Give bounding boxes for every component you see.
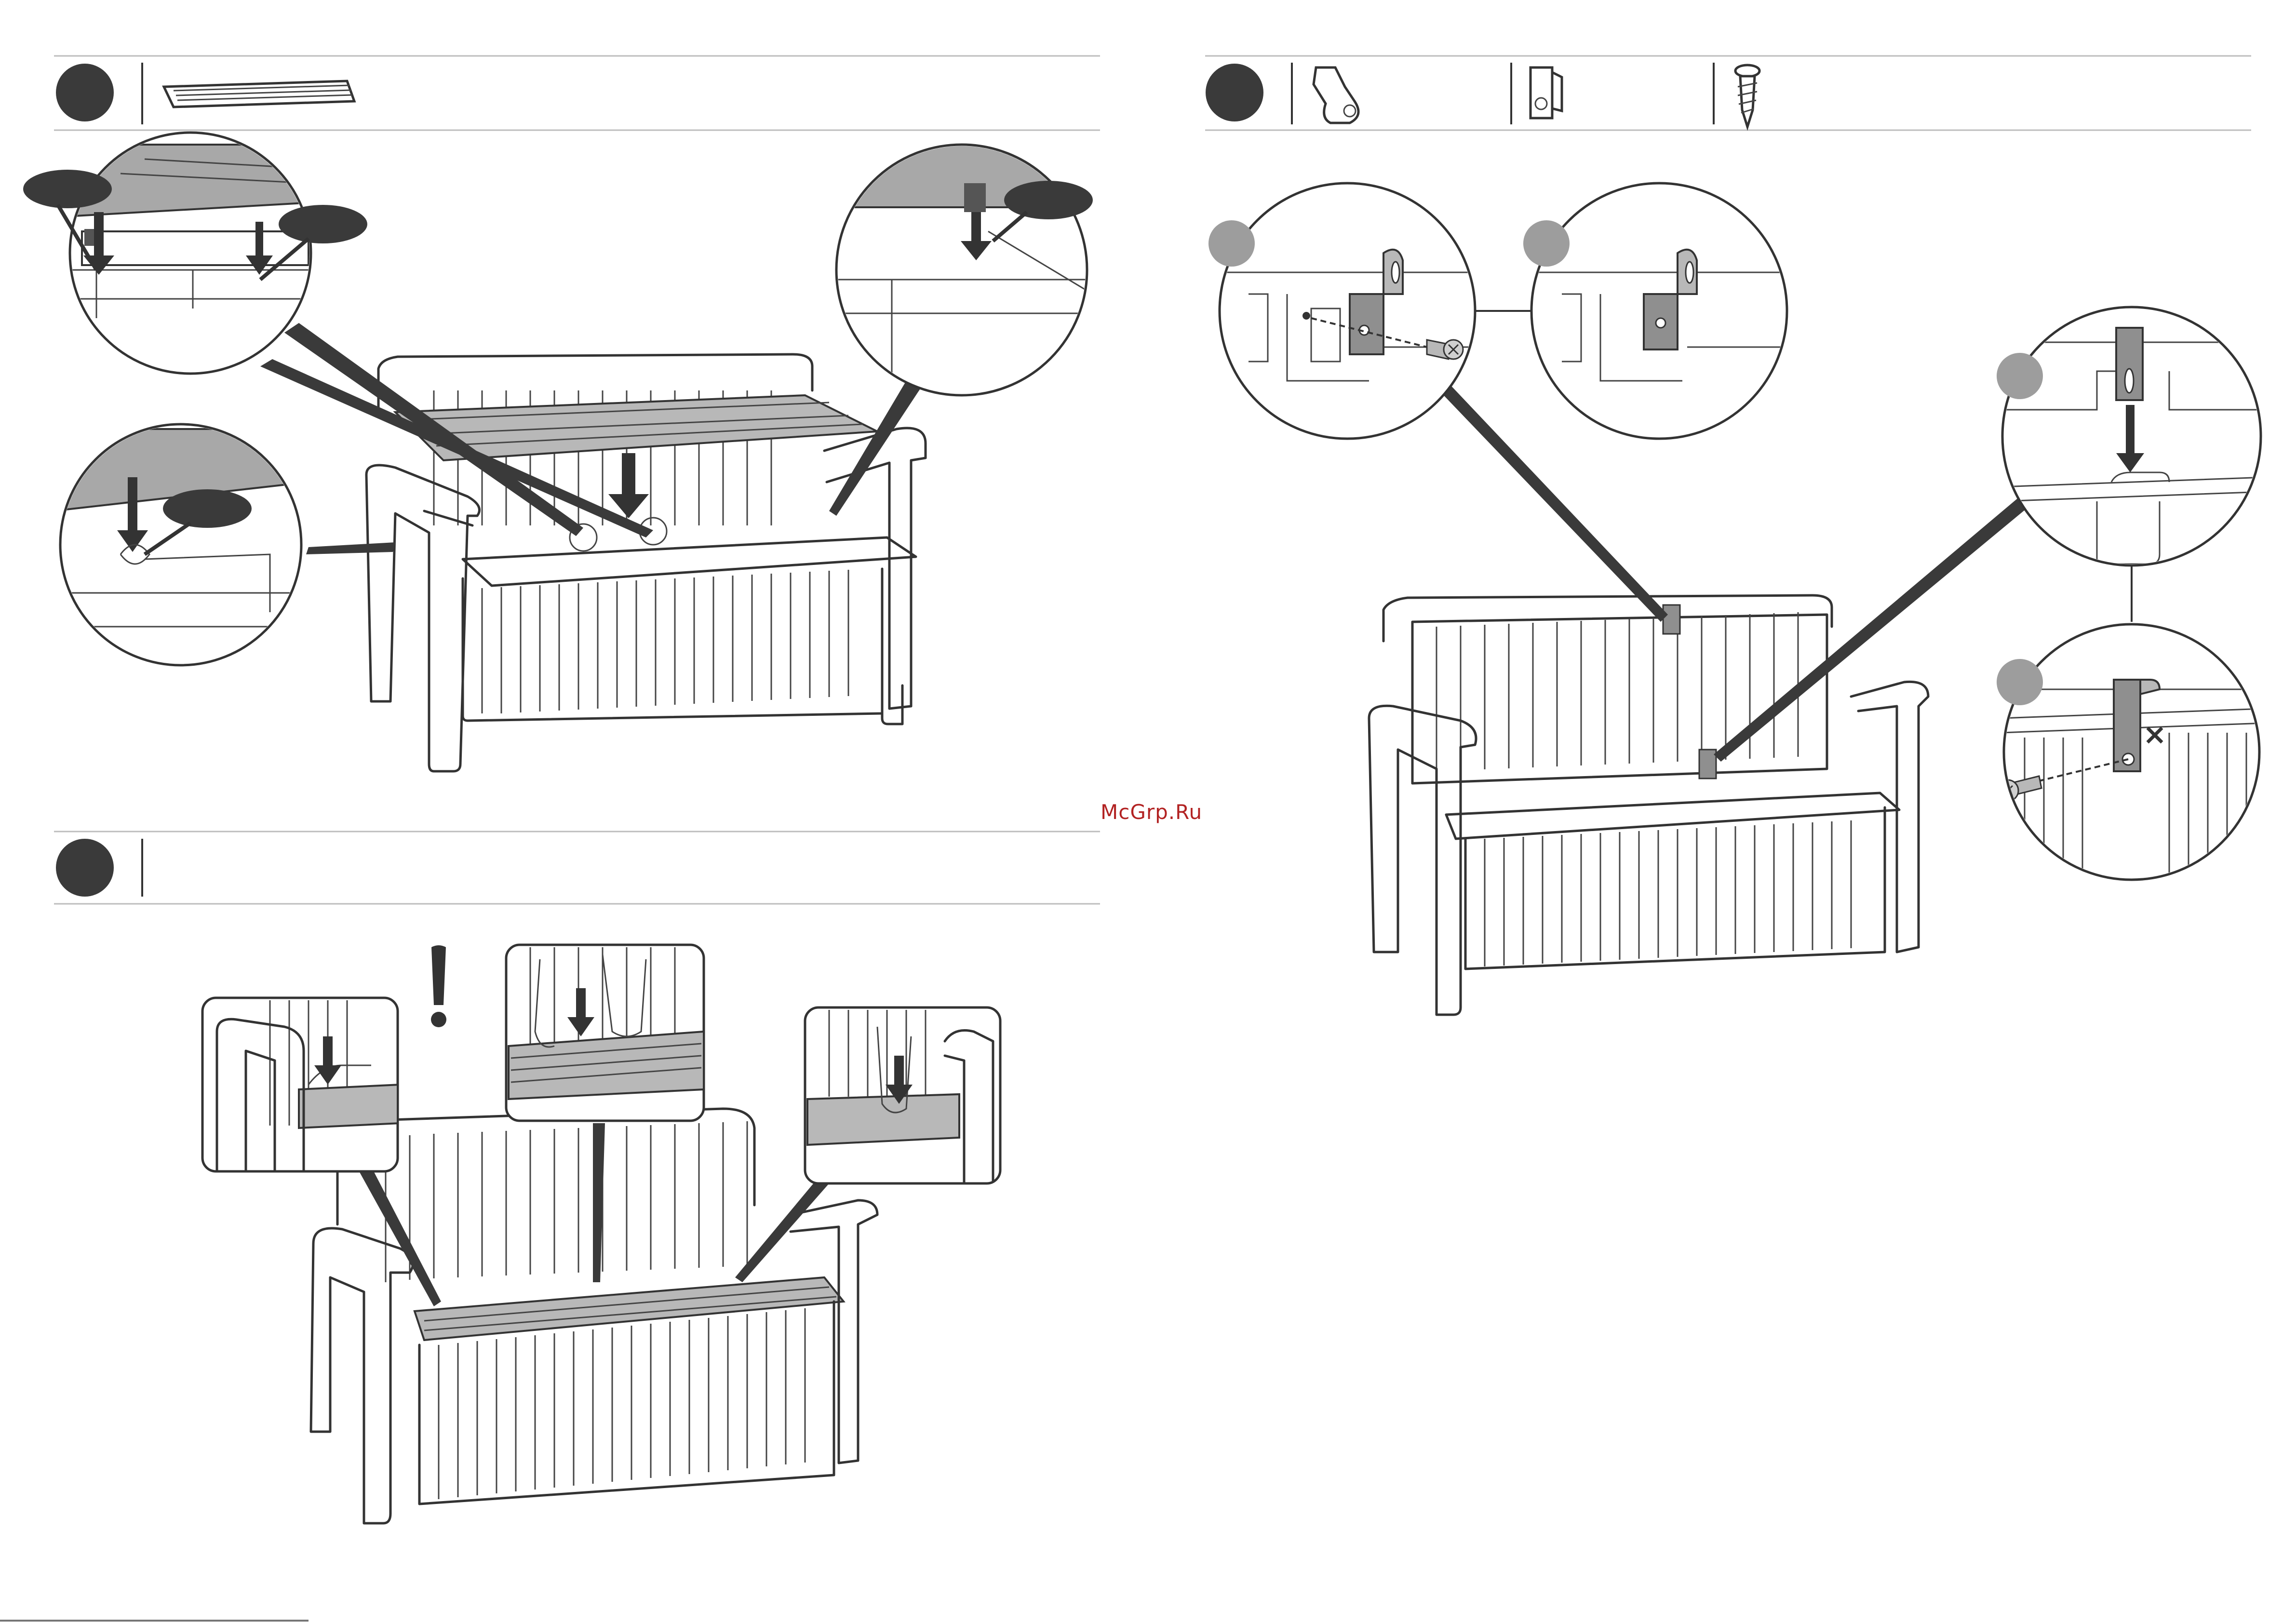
header-rules	[54, 56, 2251, 904]
detail-callout-a3	[834, 145, 1123, 395]
detail-callout-c4	[1997, 624, 2266, 882]
detail-callout-c3	[1997, 307, 2266, 565]
callout-leaders-b	[359, 1123, 829, 1306]
detail-inset-b1	[202, 998, 400, 1171]
detail-callout-c1	[1208, 183, 1475, 443]
insert-arrow-icon	[608, 453, 649, 518]
callout-tag	[1004, 181, 1093, 219]
detail-inset-b2	[506, 945, 704, 1121]
exclamation-icon	[431, 945, 446, 1027]
seat-lid-panel-icon	[164, 81, 354, 107]
detail-callout-a2	[53, 424, 309, 665]
watermark: McGrp.Ru	[1101, 800, 1202, 824]
sub-step-badge	[1523, 220, 1570, 267]
callout-tag	[23, 170, 112, 208]
latch-bracket-icon	[1531, 67, 1562, 118]
sub-step-badge	[1997, 353, 2043, 399]
callout-tag	[279, 205, 367, 243]
step-badge-b	[56, 839, 114, 897]
screw-icon	[1427, 340, 1463, 359]
detail-callout-c2	[1523, 183, 1788, 443]
bench-with-seat-lid	[366, 354, 926, 771]
sub-step-badge	[1208, 220, 1255, 267]
callout-tag	[163, 489, 252, 528]
hinge-strap-icon	[1314, 67, 1358, 123]
detail-inset-b3	[805, 1007, 1000, 1186]
step-badge-c	[1206, 64, 1263, 121]
sub-step-badge	[1997, 659, 2043, 705]
screw-icon	[1735, 65, 1759, 127]
step-badge-a	[56, 64, 114, 121]
